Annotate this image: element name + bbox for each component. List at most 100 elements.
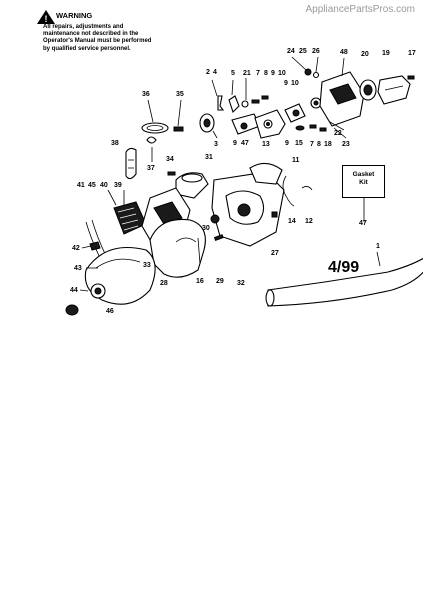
part-20-filter <box>359 79 377 101</box>
label-38: 38 <box>111 140 119 147</box>
leader-lines <box>79 189 381 292</box>
part-7-8-screws-upper <box>251 95 269 104</box>
part-30-nut <box>210 214 220 224</box>
part-31-tube <box>175 172 209 199</box>
label-16: 16 <box>196 278 204 285</box>
part-32-fan-housing <box>211 162 285 247</box>
part-37-clip <box>146 136 157 162</box>
part-9-carburetor <box>231 113 261 135</box>
label-23: 23 <box>342 141 350 148</box>
part-27-clip <box>271 211 278 218</box>
label-4: 4 <box>213 69 217 76</box>
part-17-screw <box>407 75 415 80</box>
label-10a: 10 <box>278 70 286 77</box>
part-35-screw <box>173 99 184 132</box>
site-watermark: AppliancePartsPros.com <box>305 4 416 15</box>
part-3-pulley <box>199 113 218 139</box>
label-26: 26 <box>312 48 320 55</box>
label-21: 21 <box>243 70 251 77</box>
gasket-kit-line-2: Kit <box>359 179 368 186</box>
label-15: 15 <box>295 140 303 147</box>
label-22: 22 <box>334 130 342 137</box>
warning-triangle-icon: ! <box>37 10 55 24</box>
label-39: 39 <box>114 182 122 189</box>
label-9b: 9 <box>233 140 237 147</box>
label-33: 33 <box>143 262 151 269</box>
label-8b: 8 <box>317 141 321 148</box>
part-22-23-screws <box>329 121 347 139</box>
label-35: 35 <box>176 91 184 98</box>
label-32: 32 <box>237 280 245 287</box>
label-30: 30 <box>202 225 210 232</box>
label-45: 45 <box>88 182 96 189</box>
label-8a: 8 <box>264 70 268 77</box>
label-19: 19 <box>382 50 390 57</box>
warning-text: All repairs, adjustments and maintenance… <box>43 24 152 52</box>
label-46: 46 <box>106 308 114 315</box>
part-2-4-5-linkage <box>211 79 240 114</box>
label-24: 24 <box>287 48 295 55</box>
part-44-knob <box>90 283 106 299</box>
label-7a: 7 <box>256 70 260 77</box>
label-41: 41 <box>77 182 85 189</box>
label-37: 37 <box>147 165 155 172</box>
part-38-handle <box>125 147 137 180</box>
part-16-pin <box>197 237 201 265</box>
label-9d: 9 <box>285 140 289 147</box>
revision-date: 4/99 <box>328 259 360 276</box>
part-7-8-18-screws-lower <box>309 124 327 132</box>
warning-title: WARNING <box>56 11 93 20</box>
label-17: 17 <box>408 50 416 57</box>
part-19-cover <box>377 75 411 105</box>
label-5: 5 <box>231 70 235 77</box>
part-14-wire <box>282 175 295 207</box>
label-3: 3 <box>214 141 218 148</box>
part-13-block <box>254 109 286 139</box>
label-9c: 9 <box>284 80 288 87</box>
label-2: 2 <box>206 69 210 76</box>
part-9-10-fitting <box>310 97 322 109</box>
label-1: 1 <box>376 243 380 250</box>
part-29-key <box>213 234 224 241</box>
part-39-40-grille <box>113 201 147 235</box>
label-31: 31 <box>205 154 213 161</box>
part-21-bracket <box>241 78 249 108</box>
label-34: 34 <box>166 156 174 163</box>
part-34-screw <box>167 171 176 176</box>
label-11: 11 <box>292 157 300 164</box>
gasket-kit-line-1: Gasket <box>352 171 375 178</box>
label-14: 14 <box>288 218 296 225</box>
label-48: 48 <box>340 49 348 56</box>
part-28-blower-housing <box>149 218 206 278</box>
part-42-clip <box>89 241 101 251</box>
label-40: 40 <box>100 182 108 189</box>
label-13: 13 <box>262 141 270 148</box>
label-27: 27 <box>271 250 279 257</box>
part-48-filter-housing <box>319 57 365 127</box>
part-15-gasket <box>295 125 305 131</box>
label-10b: 10 <box>291 80 299 87</box>
part-12-clip <box>301 186 313 191</box>
part-46-cap <box>65 304 79 316</box>
part-24-25-26-hardware <box>291 56 320 79</box>
label-29: 29 <box>216 278 224 285</box>
label-25: 25 <box>299 48 307 55</box>
label-9a: 9 <box>271 70 275 77</box>
gasket-kit-box: Gasket Kit <box>342 165 385 198</box>
label-7b: 7 <box>310 141 314 148</box>
label-44: 44 <box>70 287 78 294</box>
label-47b: 47 <box>359 220 367 227</box>
gasket-kit-label: Gasket Kit <box>343 171 384 187</box>
svg-text:!: ! <box>45 14 48 24</box>
label-20: 20 <box>361 51 369 58</box>
part-10-spacer <box>284 103 306 123</box>
part-36-strap <box>141 99 169 134</box>
label-36: 36 <box>142 91 150 98</box>
label-43: 43 <box>74 265 82 272</box>
label-47a: 47 <box>241 140 249 147</box>
part-1-blower-tube <box>265 257 423 307</box>
label-42: 42 <box>72 245 80 252</box>
part-number-labels: 1 2 3 4 5 7 7 8 8 9 9 9 9 10 10 11 12 13… <box>70 48 416 315</box>
label-12: 12 <box>305 218 313 225</box>
